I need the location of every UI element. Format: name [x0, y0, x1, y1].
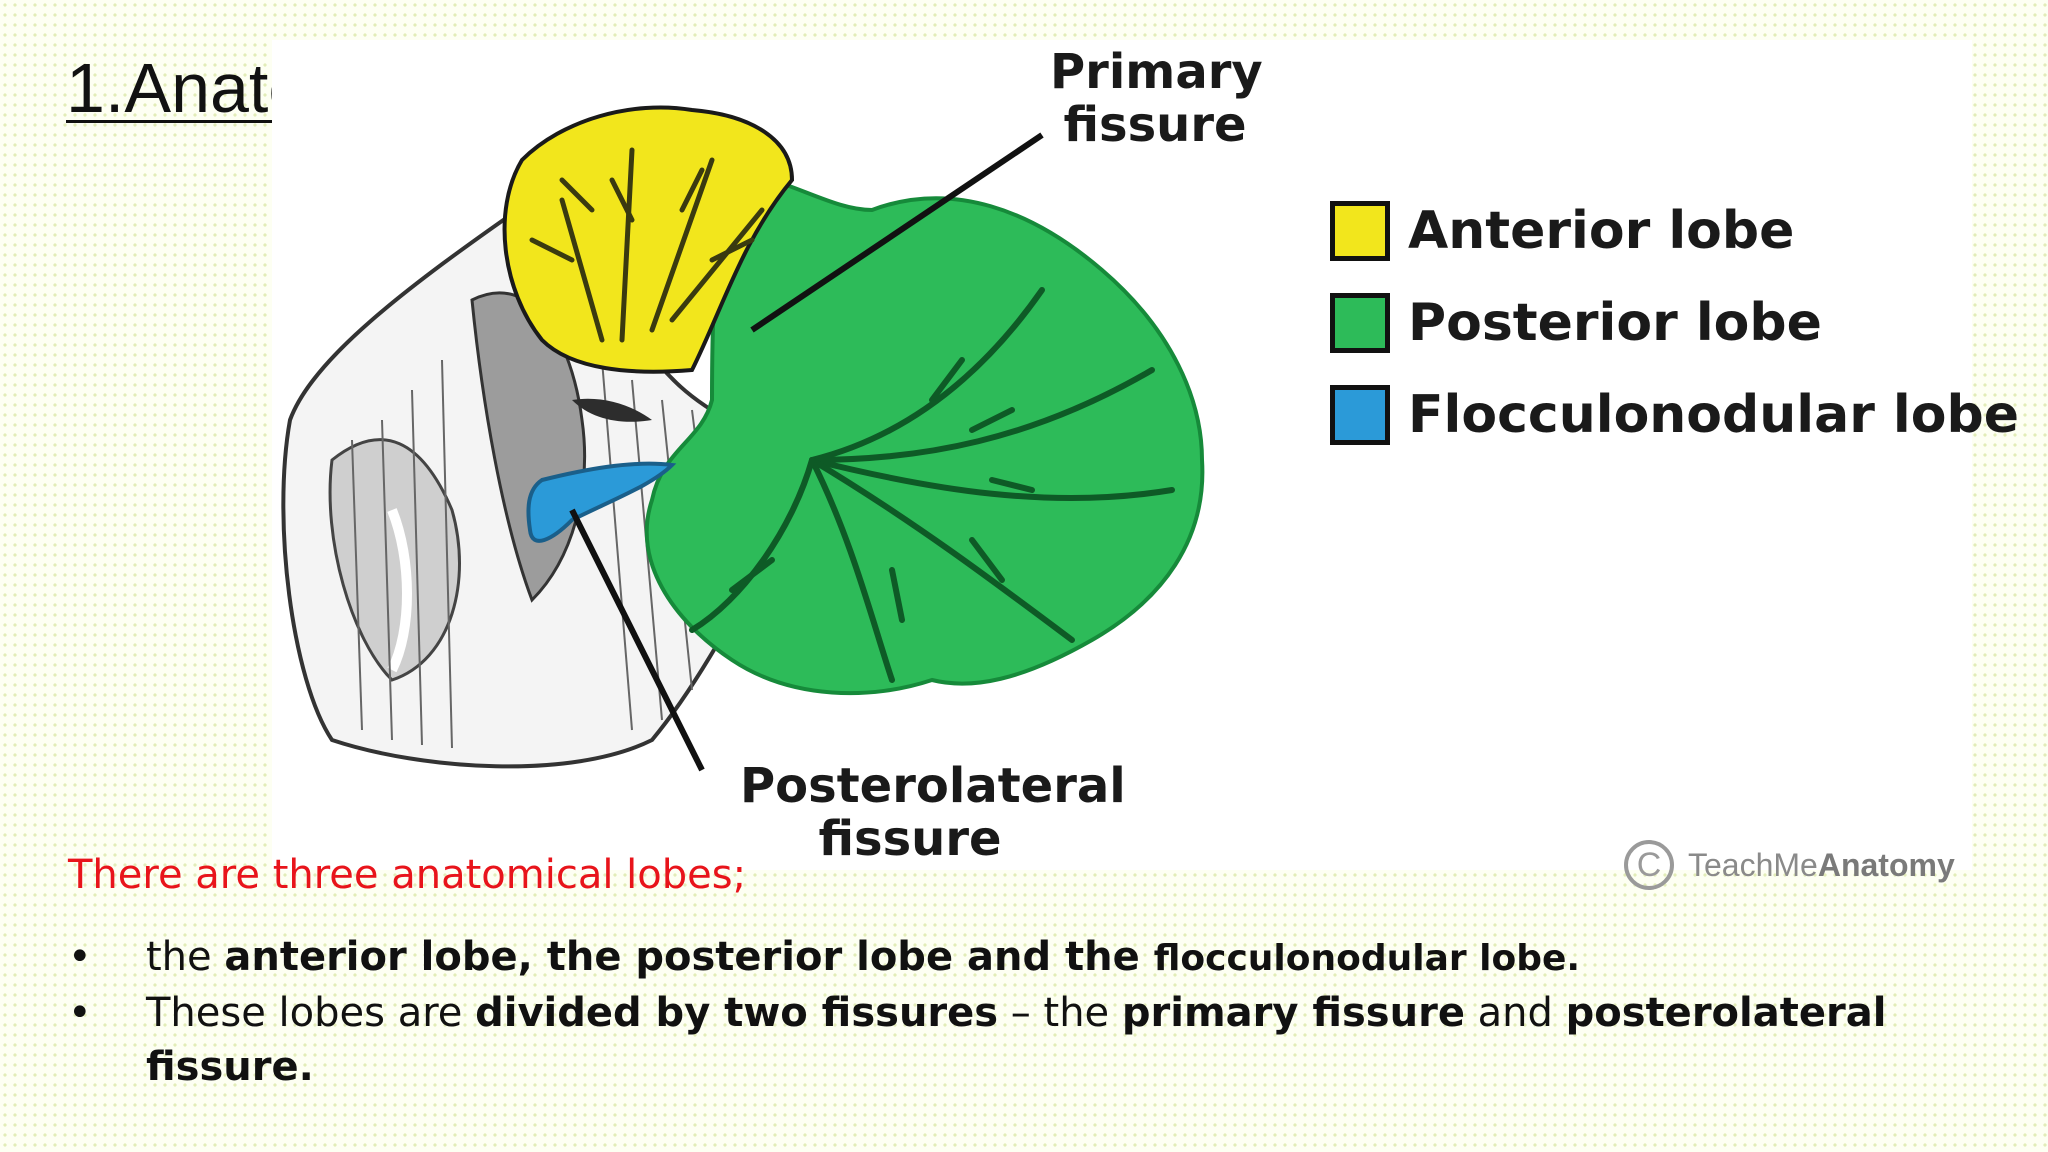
bullet-part-bold: posterolateral fissure.: [146, 990, 1887, 1090]
cerebellum-figure: [272, 40, 1972, 870]
legend-item-flocculonodular: Flocculonodular lobe: [1330, 380, 2019, 450]
lobe-legend: Anterior lobe Posterior lobe Flocculonod…: [1330, 196, 2019, 472]
copyright-icon: C: [1624, 840, 1674, 890]
bullet-part: These lobes are: [146, 990, 476, 1036]
primary-fissure-label: Primary fissure: [1050, 44, 1263, 153]
posterolateral-fissure-label: Posterolateral fissure: [740, 758, 1126, 867]
legend-label: Anterior lobe: [1408, 201, 1795, 261]
anterior-lobe-folia: [529, 147, 765, 343]
legend-label: Posterior lobe: [1408, 293, 1822, 353]
bullet-item: • These lobes are divided by two fissure…: [68, 986, 1948, 1094]
legend-label: Flocculonodular lobe: [1408, 385, 2019, 445]
bullet-list: • the anterior lobe, the posterior lobe …: [68, 930, 1948, 1094]
posterior-lobe-region: [644, 167, 1205, 696]
bullet-part: – the: [998, 990, 1122, 1036]
watermark-text-bold: Anatomy: [1817, 846, 1955, 883]
flocculonodular-swatch: [1330, 385, 1390, 445]
bullet-dot: •: [68, 934, 92, 980]
posterolateral-fissure-leader: [569, 508, 705, 772]
bullet-part: and: [1464, 990, 1566, 1036]
bullet-part: the: [146, 934, 225, 980]
anterior-lobe-region: [502, 105, 795, 374]
posterior-lobe-folia: [689, 287, 1175, 683]
bullet-part-bold: primary fissure: [1121, 990, 1465, 1036]
posterior-swatch: [1330, 293, 1390, 353]
bullet-dot: •: [68, 990, 92, 1036]
flocculonodular-lobe-region: [526, 461, 677, 543]
intro-text: There are three anatomical lobes;: [68, 852, 747, 898]
anterior-swatch: [1330, 201, 1390, 261]
legend-item-anterior: Anterior lobe: [1330, 196, 2019, 266]
bullet-part-bold: anterior lobe, the posterior lobe and th…: [224, 934, 1154, 980]
peduncle-stub: [572, 398, 652, 422]
legend-item-posterior: Posterior lobe: [1330, 288, 2019, 358]
bullet-item: • the anterior lobe, the posterior lobe …: [68, 930, 1948, 986]
bullet-part-bold: flocculonodular lobe.: [1153, 938, 1581, 979]
primary-fissure-line-2: fissure: [1063, 96, 1247, 153]
watermark-text-light: TeachMe: [1688, 846, 1818, 883]
primary-fissure-leader: [750, 132, 1044, 333]
cerebellum-illustration: [281, 105, 1205, 772]
bullet-part-bold: divided by two fissures: [475, 990, 999, 1036]
posterolateral-fissure-line-2: fissure: [818, 810, 1002, 867]
posterolateral-fissure-line-1: Posterolateral: [740, 758, 1126, 814]
primary-fissure-line-1: Primary: [1050, 44, 1263, 100]
